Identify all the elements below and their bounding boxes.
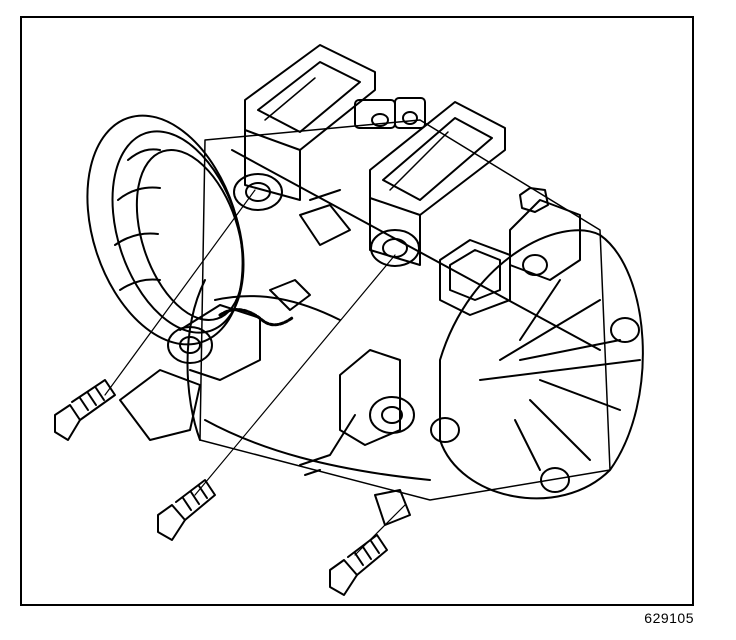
- clutch-pulley: [86, 114, 245, 346]
- compressor-body: [186, 119, 611, 501]
- alignment-lines: [104, 189, 406, 556]
- wire-coil: [218, 279, 311, 327]
- front-lug: [119, 304, 261, 441]
- service-fittings: [439, 187, 581, 316]
- mounting-ear-right: [369, 101, 506, 267]
- mounting-ear-left: [233, 44, 376, 211]
- rear-head: [430, 229, 644, 500]
- lower-lug: [299, 349, 415, 526]
- bolt-3: [329, 534, 388, 596]
- bolt-1: [54, 379, 116, 441]
- pressure-switch: [299, 97, 426, 246]
- bolt-2: [157, 479, 216, 541]
- figure-id-label: 629105: [644, 610, 694, 626]
